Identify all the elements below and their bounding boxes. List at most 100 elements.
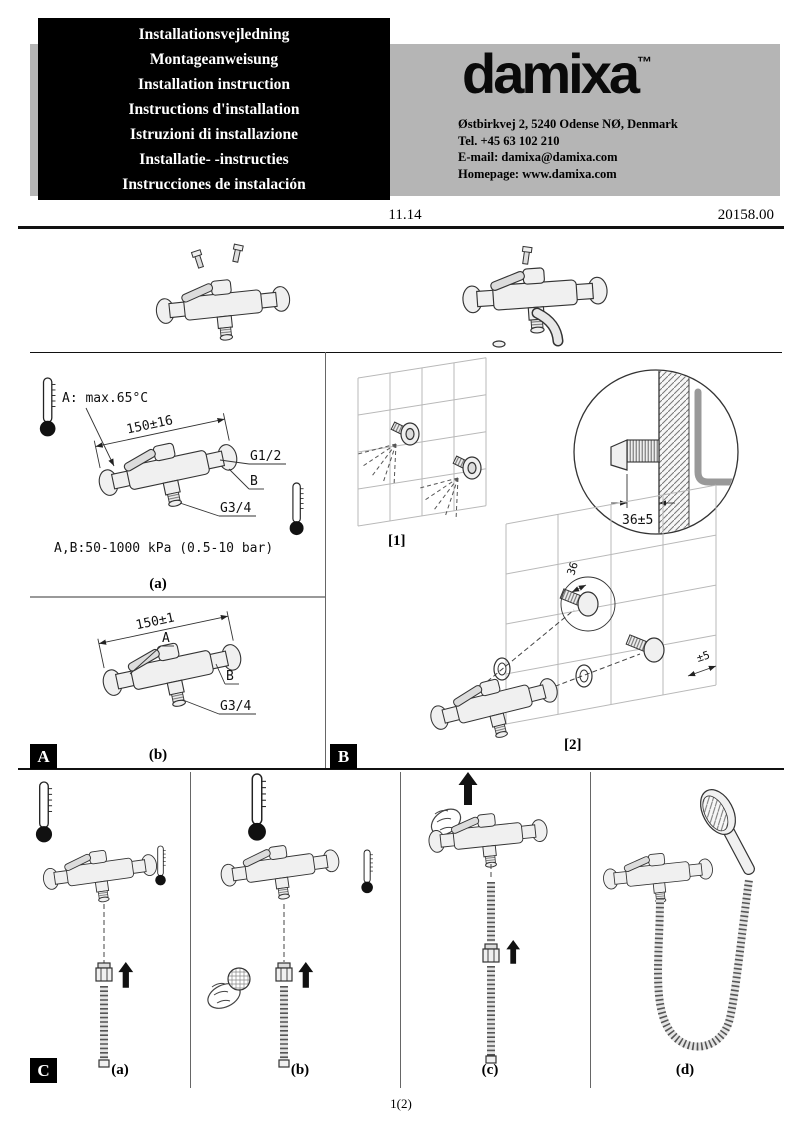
eccentric-union-1 bbox=[559, 588, 599, 617]
section-c-steps bbox=[35, 772, 755, 1068]
caption-b: (b) bbox=[148, 747, 168, 763]
caption-step-c: (c) bbox=[481, 1062, 499, 1078]
separator-products bbox=[30, 352, 782, 353]
water-outlet-2 bbox=[452, 455, 482, 480]
step-2-label: [2] bbox=[564, 737, 582, 753]
detail-circle: 36±5 bbox=[573, 369, 739, 535]
caption-step-a: (a) bbox=[111, 1062, 129, 1078]
fitting-cone bbox=[610, 439, 628, 471]
page-number: 1(2) bbox=[390, 1096, 412, 1111]
language-title-block: Installationsvejledning Montageanweisung… bbox=[38, 18, 390, 200]
mixer-body-drawing bbox=[460, 262, 611, 339]
dimension-label: 150±1 bbox=[135, 611, 176, 634]
step-a-drawing bbox=[35, 781, 167, 1068]
step-b-drawing bbox=[207, 773, 374, 1068]
address-line: E-mail: damixa@damixa.com bbox=[458, 150, 618, 164]
hose-nut bbox=[275, 962, 293, 982]
svg-text:B: B bbox=[250, 474, 258, 489]
spray-lines-2 bbox=[419, 477, 459, 521]
address-line: Tel. +45 63 102 210 bbox=[458, 133, 560, 148]
header-rule bbox=[18, 226, 784, 229]
up-arrow-icon bbox=[118, 962, 134, 988]
spray-lines-1 bbox=[357, 443, 397, 487]
mixer-drawing bbox=[217, 837, 344, 908]
address-line: Homepage: www.damixa.com bbox=[458, 166, 617, 181]
brand-logo-block: damixa™ bbox=[462, 46, 652, 102]
dimension-label: 150±16 bbox=[125, 413, 174, 437]
thermometer-icon bbox=[360, 849, 374, 894]
union-detail-ring bbox=[560, 576, 616, 632]
section-a-b-divider bbox=[325, 352, 326, 768]
panel-divider bbox=[190, 772, 191, 1088]
damixa-wordmark: damixa bbox=[462, 42, 640, 105]
mixer-body-drawing bbox=[153, 272, 294, 348]
hose-end-fitting bbox=[98, 1059, 110, 1068]
hand-shower-drawing bbox=[700, 789, 755, 875]
section-label-c: C bbox=[30, 1058, 57, 1083]
panel-divider bbox=[590, 772, 591, 1088]
language-line: Installatie- -instructies bbox=[139, 150, 289, 168]
mixer-drawing-installed bbox=[425, 664, 566, 754]
mounting-screw-icon bbox=[520, 245, 533, 265]
temp-limit-label: A: max.65°C bbox=[62, 391, 148, 406]
svg-text:G3/4: G3/4 bbox=[220, 501, 251, 516]
mixer-drawing bbox=[40, 842, 162, 911]
section-b-diagrams: [1] 36±5 bbox=[357, 357, 739, 754]
svg-text:B: B bbox=[226, 669, 234, 684]
svg-text:G1/2: G1/2 bbox=[250, 449, 281, 464]
caption-a: (a) bbox=[149, 576, 167, 592]
caption-step-b: (b) bbox=[290, 1062, 310, 1078]
hose-nut bbox=[95, 962, 113, 982]
svg-text:A: A bbox=[162, 631, 170, 646]
company-address: Østbirkvej 2, 5240 Odense NØ, Denmark Te… bbox=[458, 116, 678, 182]
tolerance-arrows bbox=[687, 665, 717, 677]
up-arrow-icon bbox=[458, 772, 478, 805]
gasket-ring-2 bbox=[575, 664, 593, 688]
hose-nut bbox=[482, 943, 500, 963]
doc-date: 11.14 bbox=[388, 207, 422, 223]
bath-spout-fill bbox=[533, 309, 562, 345]
thermometer-icon bbox=[247, 773, 267, 842]
dimension-36-5: 36±5 bbox=[611, 474, 675, 528]
mounting-screw-icon bbox=[230, 243, 244, 264]
thermometer-icon bbox=[39, 377, 57, 438]
tolerance-label: ±5 bbox=[695, 648, 712, 664]
language-line: Instrucciones de instalación bbox=[122, 175, 306, 193]
hose-end-fitting bbox=[278, 1059, 290, 1068]
section-a-diagrams: A: max.65°C 150±16 G1/2 B G3/4 A,B:50-10… bbox=[30, 377, 325, 722]
section-label-a: A bbox=[30, 744, 57, 769]
water-outlet-1 bbox=[390, 421, 420, 446]
center-line-2 bbox=[539, 653, 641, 693]
leader-line bbox=[85, 407, 115, 467]
small-part bbox=[492, 340, 506, 348]
step-1-label: [1] bbox=[388, 533, 406, 549]
svg-text:G3/4: G3/4 bbox=[220, 699, 251, 714]
dimension-36-arrows bbox=[571, 584, 587, 593]
thermometer-icon bbox=[289, 482, 305, 536]
trademark-symbol: ™ bbox=[637, 54, 652, 71]
caption-step-d: (d) bbox=[675, 1062, 695, 1078]
bath-mixer-illustration bbox=[460, 245, 611, 348]
allen-key-icon bbox=[694, 388, 737, 486]
language-line: Installation instruction bbox=[137, 75, 290, 93]
step-c-drawing bbox=[426, 772, 551, 1064]
g34-label: G3/4 bbox=[182, 699, 256, 715]
separator-section-c bbox=[18, 768, 784, 770]
shower-mixer-illustration bbox=[153, 243, 294, 348]
g12-label: G1/2 bbox=[219, 449, 286, 465]
shower-face-bristles bbox=[702, 795, 729, 832]
panel-divider bbox=[400, 772, 401, 1088]
section-label-b: B bbox=[330, 744, 357, 769]
port-a-label: A bbox=[129, 631, 174, 675]
thermometer-icon bbox=[35, 781, 53, 843]
port-b-label: B bbox=[228, 468, 264, 490]
filter-gasket bbox=[227, 967, 251, 991]
tile-wall-2 bbox=[505, 484, 717, 725]
mounting-screw-icon bbox=[190, 249, 206, 270]
step-d-drawing bbox=[601, 789, 755, 1051]
pressure-range-label: A,B:50-1000 kPa (0.5-10 bar) bbox=[54, 541, 273, 556]
wall-dimension-label: 36 bbox=[564, 560, 580, 577]
address-line: Østbirkvej 2, 5240 Odense NØ, Denmark bbox=[458, 117, 678, 131]
language-line: Montageanweisung bbox=[149, 50, 279, 68]
